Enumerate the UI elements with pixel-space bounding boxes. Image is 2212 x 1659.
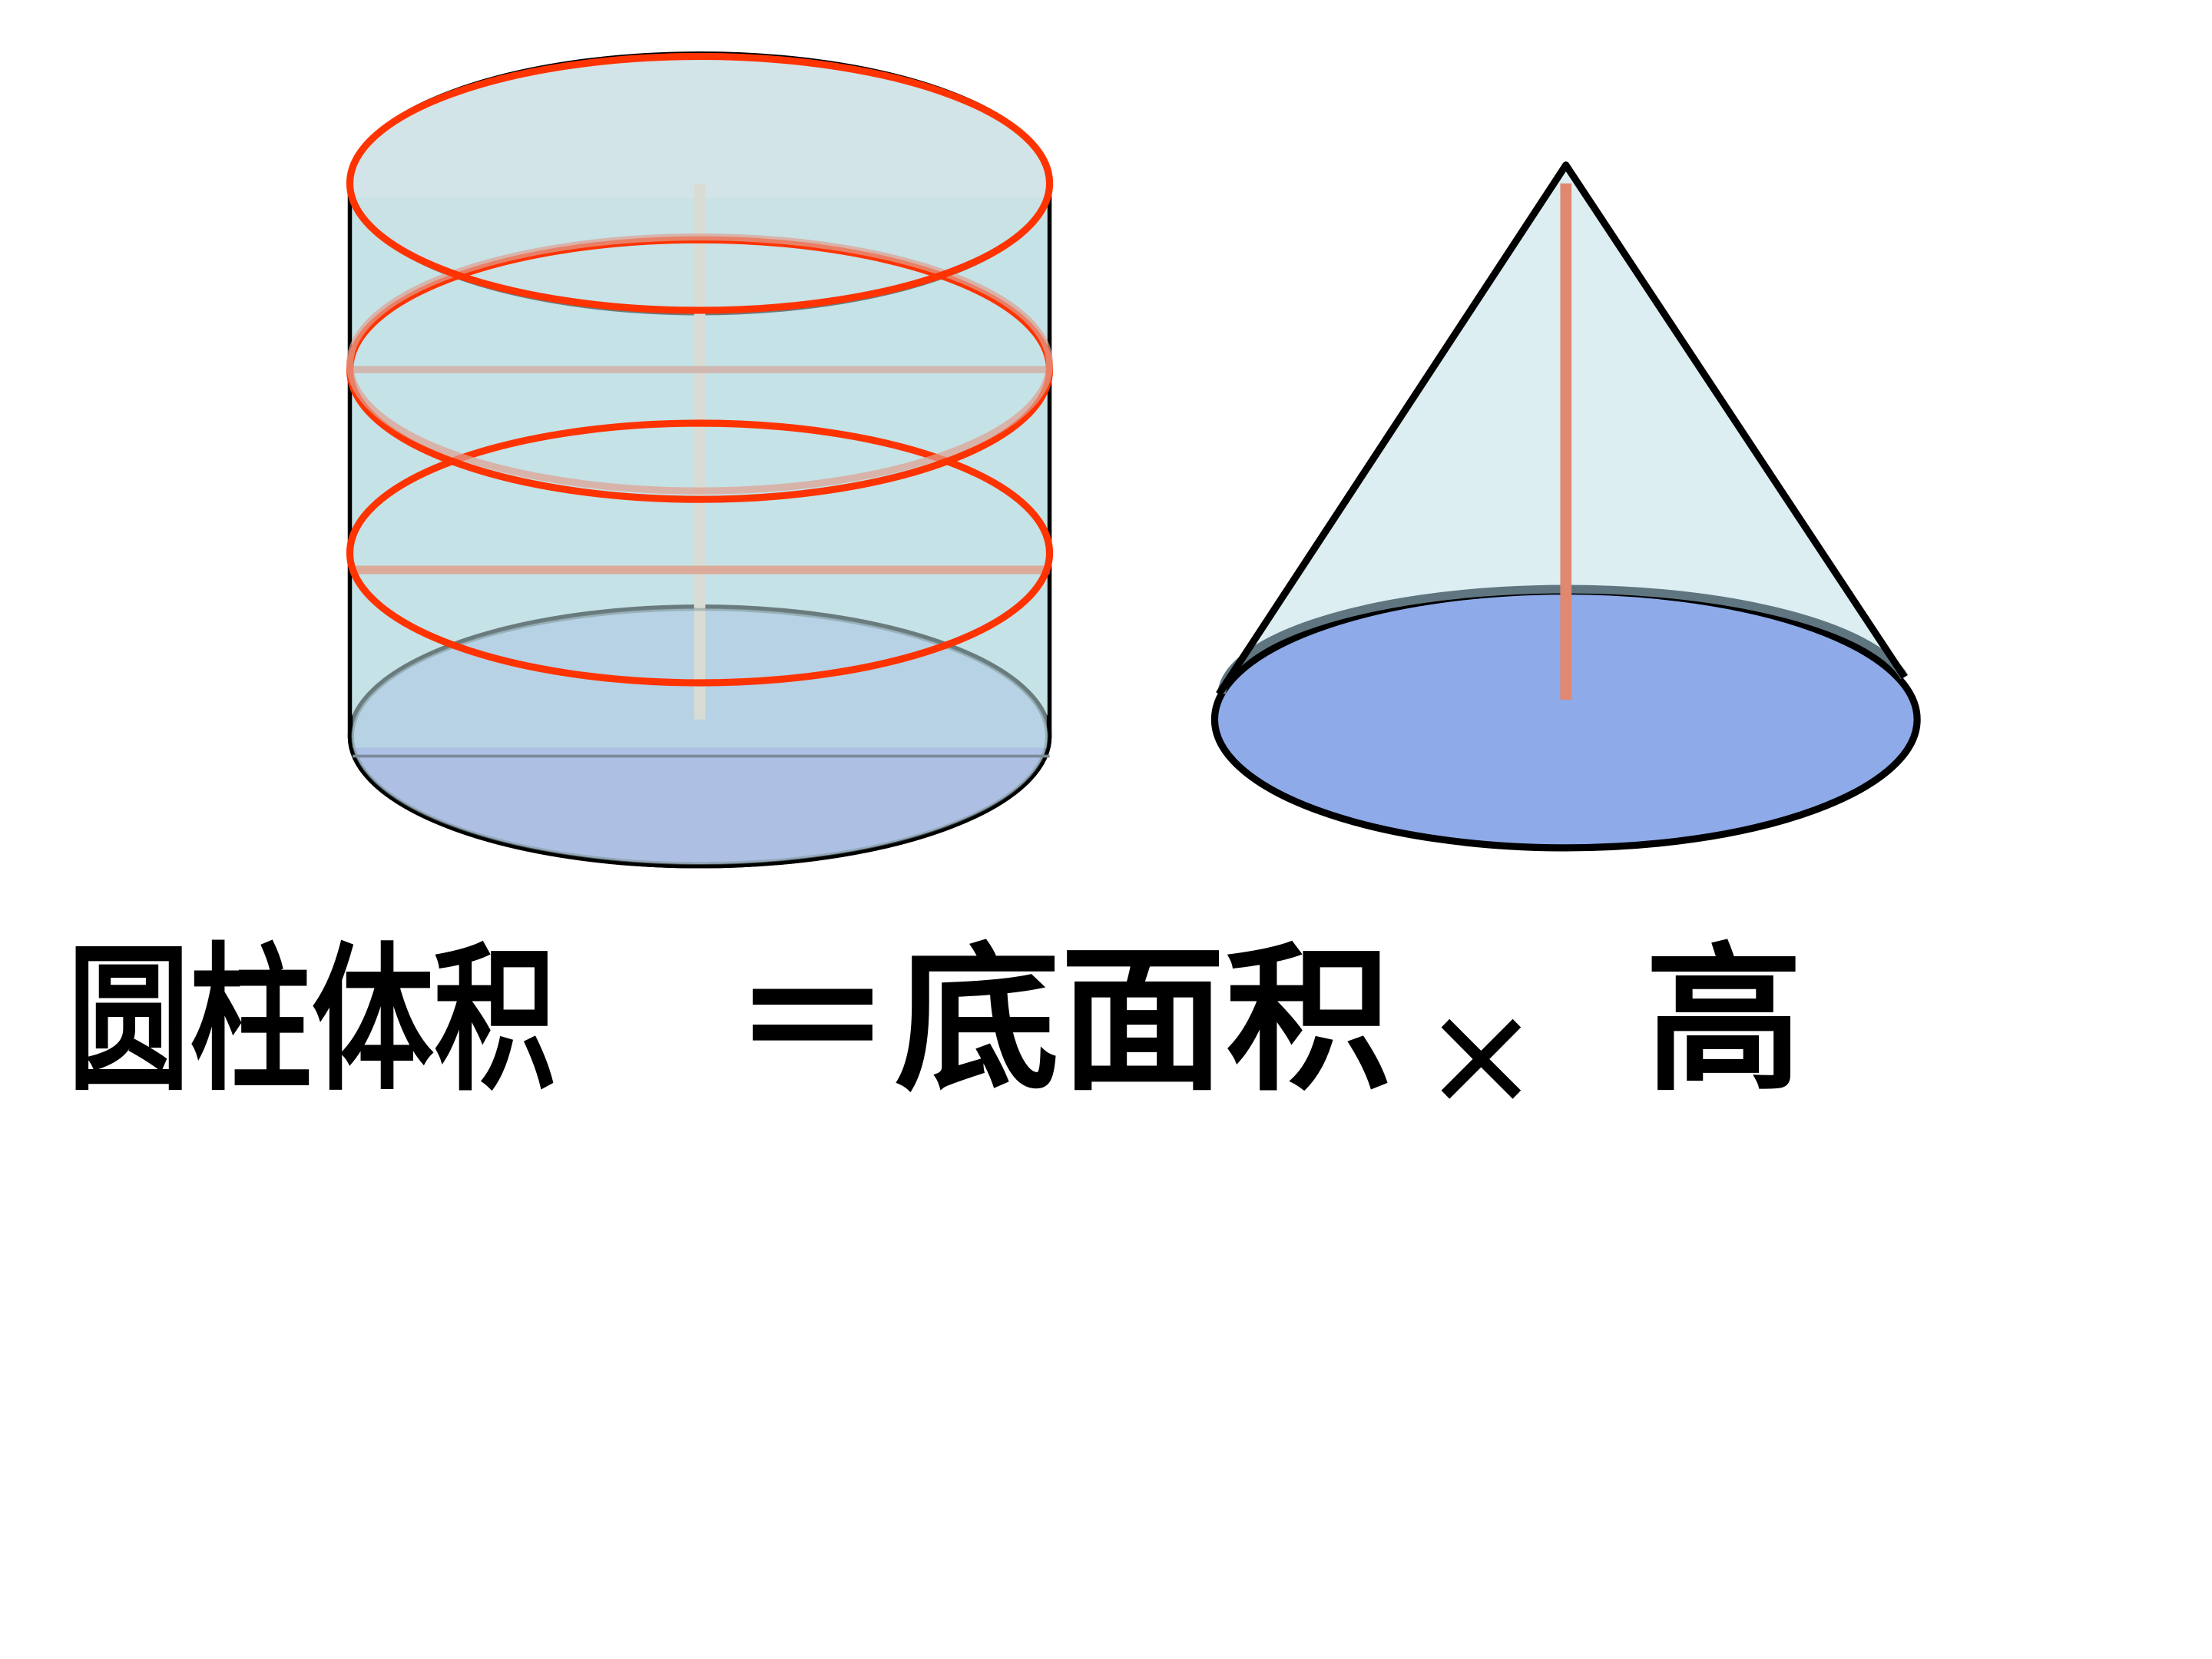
formula-times: × xyxy=(1422,973,1540,1137)
formula-equals: ＝ xyxy=(733,929,892,1113)
formula-cylinder-volume: 圆柱体积 xyxy=(68,929,556,1113)
cone-outline xyxy=(1216,161,1908,697)
volume-formula: 圆柱体积 ＝ 底面积 × 高 xyxy=(68,929,1803,1137)
cylinder xyxy=(346,51,1054,869)
slice-ring xyxy=(346,419,1054,687)
cone xyxy=(1210,161,1921,852)
cone-base-back xyxy=(1217,584,1909,695)
slice-ring xyxy=(351,608,1048,865)
slice-ring-back xyxy=(346,233,1054,495)
formula-base-area: 底面积 xyxy=(894,929,1391,1113)
slice-ring xyxy=(346,52,1054,314)
formula-height: 高 xyxy=(1645,929,1803,1113)
